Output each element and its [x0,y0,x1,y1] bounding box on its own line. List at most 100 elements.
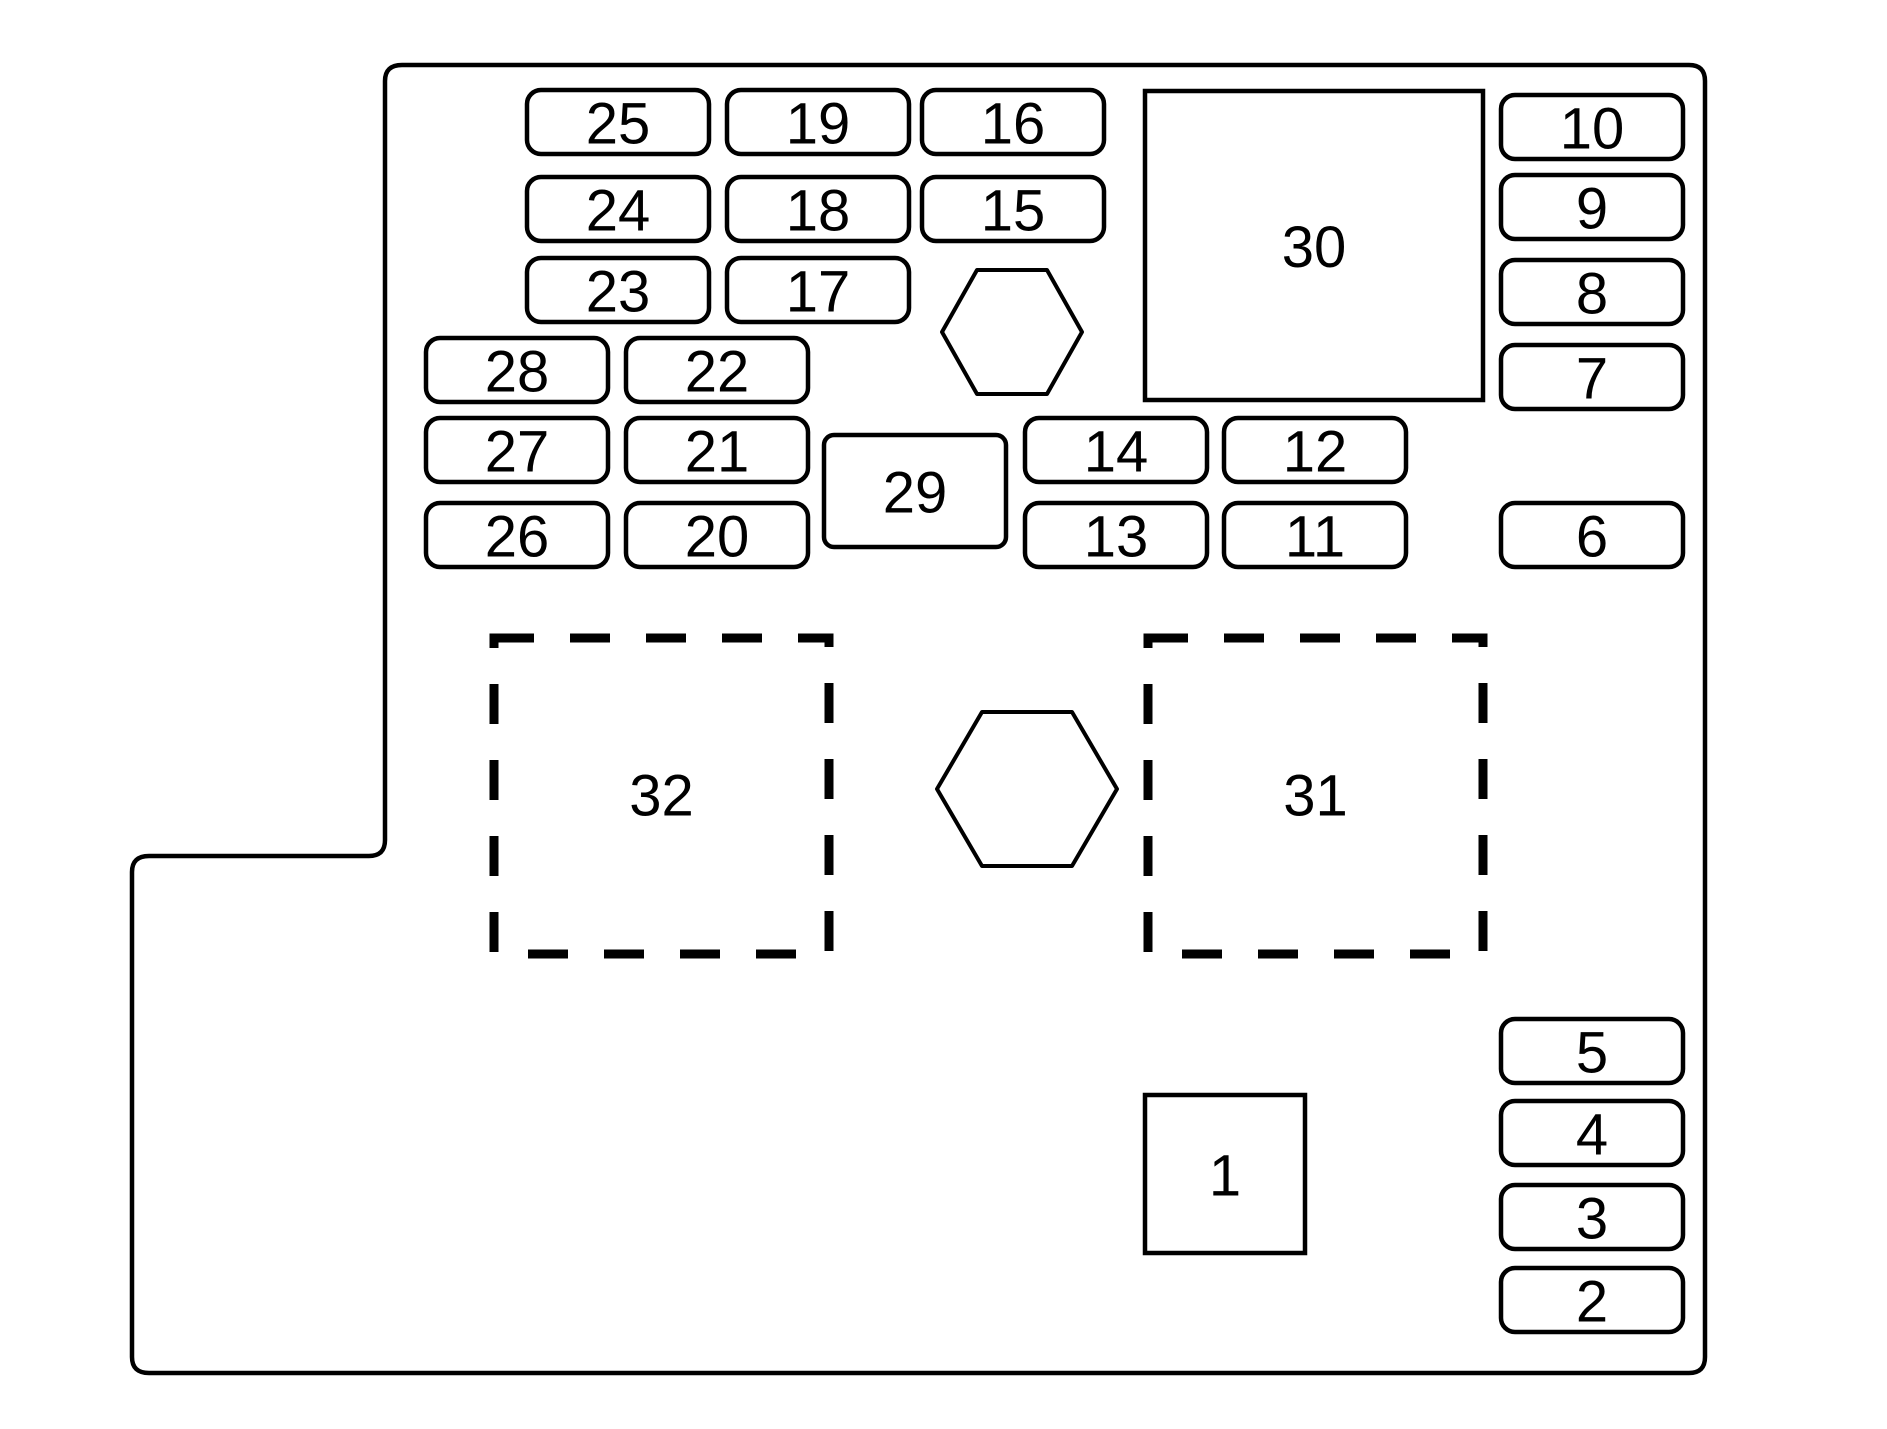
fuse-18-box [724,174,912,244]
fuse-13-label: 13 [1084,505,1149,570]
fuse-8-label: 8 [1576,262,1608,327]
fuse-3: 3 [1498,1182,1686,1252]
relay-layer: 29 30 1 [821,88,1486,1256]
fuse-22-label: 22 [685,340,750,405]
fuse-4-box [1498,1098,1686,1168]
relay-31-label: 31 [1283,764,1348,829]
fuse-22-box [623,335,811,405]
fuse-19-label: 19 [786,92,851,157]
fuse-14-label: 14 [1084,420,1149,485]
fuse-9-box [1498,172,1686,242]
fuse-7-label: 7 [1576,347,1608,412]
fuse-28: 28 [423,335,611,405]
fuse-18: 18 [724,174,912,244]
fuse-9-label: 9 [1576,177,1608,242]
fuse-16-box [919,87,1107,157]
fuse-11-box [1221,500,1409,570]
relay-29: 29 [821,432,1009,550]
fuse-12-box [1221,415,1409,485]
fuse-24-label: 24 [586,179,651,244]
fuse-20-box [623,500,811,570]
fuse-26-box [423,500,611,570]
relay-32-label: 32 [629,764,694,829]
fuse-5-box [1498,1016,1686,1086]
fuse-28-label: 28 [485,340,550,405]
fuse-block-outline [129,62,1708,1376]
fuse-25-box [524,87,712,157]
fuse-12-label: 12 [1283,420,1348,485]
fuse-4-label: 4 [1576,1103,1608,1168]
fuse-12: 12 [1221,415,1409,485]
relay-30-label: 30 [1282,215,1347,280]
fuse-25: 25 [524,87,712,157]
fuse-16: 16 [919,87,1107,157]
fuse-3-label: 3 [1576,1187,1608,1252]
relay-31: 31 [1143,633,1488,959]
fuse-7-box [1498,342,1686,412]
bolt-upper-hex-icon [940,268,1084,396]
relay-30-box [1142,88,1486,403]
bolt-center-hex-icon [935,710,1119,868]
fuse-20: 20 [623,500,811,570]
bolt-layer [935,268,1119,868]
fuse-23: 23 [524,255,712,325]
fuse-27-label: 27 [485,420,550,485]
fuse-20-label: 20 [685,505,750,570]
relay-29-label: 29 [883,461,948,526]
fuse-3-box [1498,1182,1686,1252]
relay-29-box [821,432,1009,550]
fuse-15-box [919,174,1107,244]
fuse-18-label: 18 [786,179,851,244]
fuse-6-box [1498,500,1686,570]
fuse-16-label: 16 [981,92,1046,157]
fuse-10-box [1498,92,1686,162]
fuse-21: 21 [623,415,811,485]
fuse-2-label: 2 [1576,1270,1608,1335]
relay-31-dashed-box [1143,633,1488,959]
fuse-17-box [724,255,912,325]
fuse-2: 2 [1498,1265,1686,1335]
fuse-5: 5 [1498,1016,1686,1086]
fuse-13: 13 [1022,500,1210,570]
fuse-11-label: 11 [1285,505,1345,570]
relay-1-box [1142,1092,1308,1256]
relay-32-dashed-box [489,633,834,959]
fuse-8-box [1498,257,1686,327]
fuse-9: 9 [1498,172,1686,242]
fuse-5-label: 5 [1576,1021,1608,1086]
fuse-27: 27 [423,415,611,485]
fuse-2-box [1498,1265,1686,1335]
fuse-10: 10 [1498,92,1686,162]
fuse-4: 4 [1498,1098,1686,1168]
fuse-11: 11 [1221,500,1409,570]
fuse-6: 6 [1498,500,1686,570]
relay-1: 1 [1142,1092,1308,1256]
fuse-17: 17 [724,255,912,325]
fuse-10-label: 10 [1560,97,1625,162]
fuse-15-label: 15 [981,179,1046,244]
fuse-19: 19 [724,87,912,157]
relay-30: 30 [1142,88,1486,403]
fuse-17-label: 17 [786,260,851,325]
fuse-22: 22 [623,335,811,405]
fuse-14-box [1022,415,1210,485]
fuse-14: 14 [1022,415,1210,485]
fuse-27-box [423,415,611,485]
fuse-13-box [1022,500,1210,570]
optional-relay-layer: 32 31 [489,633,1488,959]
fuse-7: 7 [1498,342,1686,412]
fuse-19-box [724,87,912,157]
fuse-26: 26 [423,500,611,570]
fuse-21-box [623,415,811,485]
fuse-6-label: 6 [1576,505,1608,570]
fuse-21-label: 21 [685,420,750,485]
fuse-23-box [524,255,712,325]
fuse-24: 24 [524,174,712,244]
relay-1-label: 1 [1209,1144,1241,1209]
fuse-23-label: 23 [586,260,651,325]
fuse-8: 8 [1498,257,1686,327]
fuse-24-box [524,174,712,244]
fuse-26-label: 26 [485,505,550,570]
